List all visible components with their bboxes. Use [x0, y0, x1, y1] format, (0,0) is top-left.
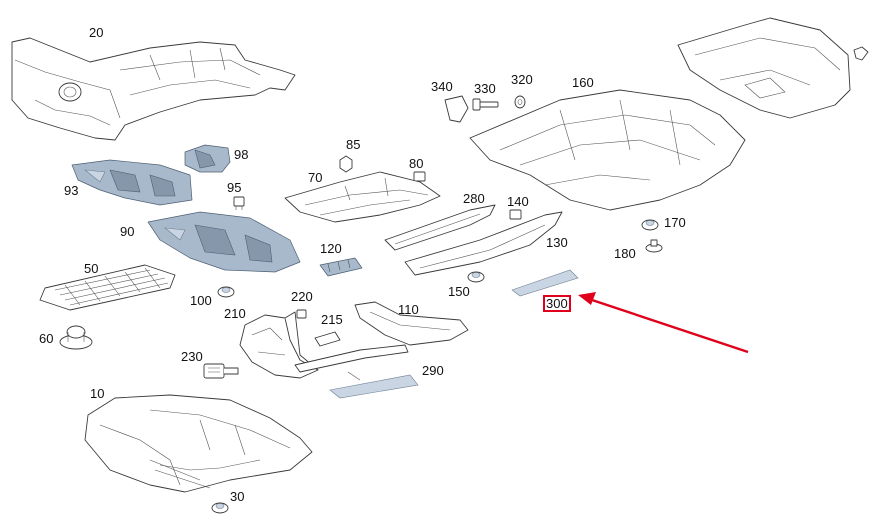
part-160-main-floor-panel[interactable]: [469, 89, 746, 211]
part-50-grid-mat[interactable]: [39, 264, 176, 311]
part-220-clip[interactable]: [296, 309, 307, 319]
callout-210[interactable]: 210: [224, 306, 246, 321]
part-210-side-trim[interactable]: [239, 311, 319, 379]
part-30-round-plug[interactable]: [211, 502, 229, 514]
callout-215[interactable]: 215: [321, 312, 343, 327]
highlight-arrow: [578, 292, 749, 354]
part-rear-floor-panel[interactable]: [677, 17, 851, 119]
part-120-clip-strip[interactable]: [319, 257, 363, 277]
callout-140[interactable]: 140: [507, 194, 529, 209]
part-150-grommet[interactable]: [467, 271, 485, 283]
callout-280[interactable]: 280: [463, 191, 485, 206]
callout-30[interactable]: 30: [230, 489, 245, 504]
part-95-clip[interactable]: [233, 196, 245, 210]
callout-160[interactable]: 160: [572, 75, 594, 90]
callout-60[interactable]: 60: [39, 331, 54, 346]
part-70-center-tunnel-panel[interactable]: [284, 171, 441, 223]
callout-120[interactable]: 120: [320, 241, 342, 256]
callout-320[interactable]: 320: [511, 72, 533, 87]
callout-50[interactable]: 50: [84, 261, 99, 276]
part-340-bracket[interactable]: [444, 95, 469, 123]
callout-100[interactable]: 100: [190, 293, 212, 308]
part-93-insulation-mat[interactable]: [71, 159, 193, 206]
callout-150[interactable]: 150: [448, 284, 470, 299]
part-85-nut[interactable]: [339, 155, 353, 173]
callout-80[interactable]: 80: [409, 156, 424, 171]
callout-20[interactable]: 20: [89, 25, 104, 40]
callout-93[interactable]: 93: [64, 183, 79, 198]
part-170-grommet[interactable]: [641, 219, 659, 231]
part-20-rear-underbody-panel[interactable]: [11, 37, 296, 141]
callout-10[interactable]: 10: [90, 386, 105, 401]
callout-85[interactable]: 85: [346, 137, 361, 152]
part-280-sill-trim[interactable]: [384, 204, 496, 251]
part-180-fastener[interactable]: [645, 239, 663, 253]
part-330-bolt[interactable]: [472, 98, 499, 111]
callout-95[interactable]: 95: [227, 180, 242, 195]
callout-130[interactable]: 130: [546, 235, 568, 250]
part-100-grommet[interactable]: [217, 286, 235, 298]
part-230-latch-bracket[interactable]: [203, 363, 239, 379]
part-215-pad[interactable]: [314, 331, 341, 347]
part-10-front-underbody-panel[interactable]: [84, 394, 313, 493]
part-300-sill-cover-strip[interactable]: [511, 269, 579, 297]
callout-90[interactable]: 90: [120, 224, 135, 239]
part-long-rail-strip[interactable]: [294, 344, 409, 373]
part-small-fastener-right[interactable]: [853, 46, 869, 61]
part-90-insulation-panel[interactable]: [147, 211, 301, 273]
callout-340[interactable]: 340: [431, 79, 453, 94]
callout-98[interactable]: 98: [234, 147, 249, 162]
callout-180[interactable]: 180: [614, 246, 636, 261]
callout-110[interactable]: 110: [398, 302, 419, 317]
callout-300-highlighted[interactable]: 300: [543, 295, 571, 312]
part-290-sill-plate[interactable]: [329, 371, 419, 399]
callout-70[interactable]: 70: [308, 170, 323, 185]
part-140-clip[interactable]: [509, 209, 522, 220]
callout-330[interactable]: 330: [474, 81, 496, 96]
part-320-washer[interactable]: [514, 95, 526, 109]
callout-170[interactable]: 170: [664, 215, 686, 230]
part-110-rocker-trim[interactable]: [354, 301, 469, 346]
callout-290[interactable]: 290: [422, 363, 444, 378]
callout-220[interactable]: 220: [291, 289, 313, 304]
part-80-clip[interactable]: [413, 171, 426, 182]
part-98-bracket[interactable]: [184, 144, 231, 173]
callout-230[interactable]: 230: [181, 349, 203, 364]
part-60-cap-fastener[interactable]: [59, 325, 93, 350]
part-130-side-trim[interactable]: [404, 211, 563, 276]
